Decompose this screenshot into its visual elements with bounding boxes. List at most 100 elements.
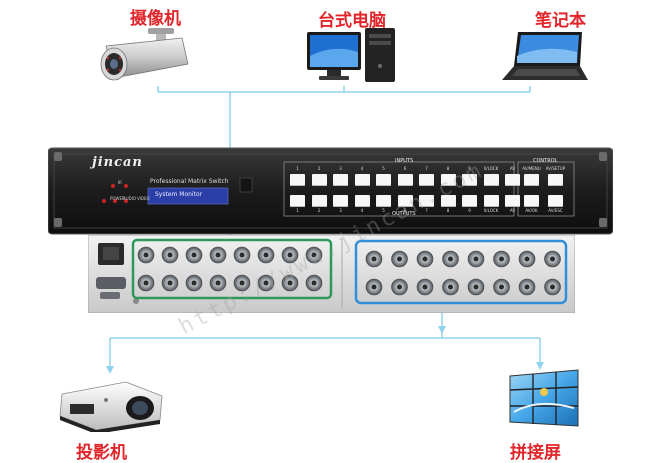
input-bnc-connector-pin — [311, 280, 317, 286]
input-key-7-label: 7 — [425, 166, 428, 171]
input-key-4[interactable] — [354, 174, 370, 186]
input-key-1[interactable] — [290, 174, 305, 186]
control-key-bottom-2-label: AV/ESC — [548, 208, 563, 213]
input-key-7[interactable] — [419, 174, 434, 186]
input-key-2[interactable] — [311, 174, 327, 186]
input-key-4-label: 4 — [360, 166, 364, 171]
indicator-power-label: POWER — [110, 196, 125, 201]
outputs-label: OUTPUTS — [392, 211, 416, 217]
input-key-11[interactable] — [505, 174, 520, 186]
cctv-camera-icon — [100, 28, 189, 81]
output-bnc-connector-pin — [550, 284, 555, 290]
input-bnc-connector-pin — [167, 252, 173, 258]
input-bnc-connector-pin — [263, 280, 269, 286]
output-key-8[interactable] — [440, 195, 456, 207]
switcher-title: Professional Matrix Switch — [150, 178, 229, 185]
video-wall-icon — [509, 369, 579, 427]
input-bnc-connector-pin — [215, 280, 221, 286]
output-bnc-connector-pin — [550, 256, 555, 262]
lcd-display: System Monitor — [155, 191, 203, 198]
laptop-icon — [502, 32, 588, 80]
input-key-5[interactable] — [376, 174, 391, 186]
output-bnc-connector-pin — [397, 284, 402, 290]
output-bnc-connector-pin — [524, 256, 530, 262]
output-key-7[interactable] — [419, 195, 434, 207]
projector-icon — [59, 381, 163, 432]
brand-logo: jincan — [92, 155, 143, 170]
output-bnc-connector-pin — [448, 256, 453, 262]
output-key-11[interactable] — [505, 195, 520, 207]
input-key-8[interactable] — [440, 174, 456, 186]
input-bnc-connector-pin — [143, 280, 149, 286]
output-key-10-label: 0/LOCK — [483, 208, 499, 213]
output-bnc-connector-pin — [499, 284, 504, 290]
output-bnc-connector-pin — [499, 256, 504, 262]
output-key-7-label: 7 — [425, 208, 428, 213]
input-bnc-connector-pin — [143, 252, 149, 258]
output-key-4[interactable] — [354, 195, 370, 207]
output-key-6[interactable] — [397, 195, 413, 207]
control-label: CONTROL — [533, 158, 558, 164]
input-key-6-label: 6 — [403, 166, 407, 171]
input-key-3-label: 3 — [339, 166, 342, 171]
input-key-10-label: 0/LOCK — [483, 166, 499, 171]
output-key-9-label: 9 — [468, 208, 471, 213]
input-key-2-label: 2 — [317, 166, 321, 171]
input-bnc-connector-pin — [191, 280, 197, 286]
input-bnc-connector-pin — [167, 280, 173, 286]
output-key-11-label: AV — [509, 208, 516, 213]
input-key-8-label: 8 — [446, 166, 450, 171]
input-bnc-connector-pin — [191, 252, 197, 258]
output-bnc-connector-pin — [448, 284, 453, 290]
output-key-5[interactable] — [376, 195, 391, 207]
camera-label: 摄像机 — [130, 9, 181, 29]
output-bnc-connector-pin — [371, 284, 377, 290]
input-bnc-connector-pin — [239, 252, 245, 258]
input-bnc-connector-pin — [215, 252, 221, 258]
videowall-label: 拼接屏 — [510, 443, 561, 463]
input-key-1-label: 1 — [296, 166, 299, 171]
ir-label: IR — [118, 180, 122, 185]
control-key-bottom-1[interactable] — [524, 195, 539, 207]
laptop-label: 笔记本 — [535, 11, 586, 31]
control-key-bottom-2[interactable] — [548, 195, 563, 207]
input-bnc-connector-pin — [239, 280, 245, 286]
input-key-11-label: AV — [509, 166, 516, 171]
output-key-3[interactable] — [333, 195, 348, 207]
matrix-switcher-front-panel — [48, 147, 613, 235]
input-key-5-label: 5 — [382, 166, 385, 171]
matrix-switcher-rear-panel — [88, 235, 575, 313]
output-bnc-connector-pin — [524, 284, 530, 290]
output-bnc-connector-pin — [422, 284, 428, 290]
indicator-audio-label: AUDIO — [123, 196, 137, 201]
output-bnc-connector-pin — [422, 256, 428, 262]
output-key-1-label: 1 — [296, 208, 299, 213]
control-key-top-2-label: AV/SETUP — [545, 166, 566, 171]
input-key-10[interactable] — [483, 174, 499, 186]
input-bnc-connector-pin — [263, 252, 269, 258]
control-key-top-1-label: AV/MENU — [522, 166, 541, 171]
input-key-6[interactable] — [397, 174, 413, 186]
input-key-3[interactable] — [333, 174, 348, 186]
output-key-2-label: 2 — [317, 208, 321, 213]
control-key-top-1[interactable] — [524, 174, 539, 186]
output-bnc-connector-pin — [371, 256, 377, 262]
output-key-1[interactable] — [290, 195, 305, 207]
input-key-9[interactable] — [462, 174, 477, 186]
control-key-bottom-1-label: AV/OK — [525, 208, 538, 213]
output-bnc-connector-pin — [473, 256, 479, 262]
output-key-8-label: 8 — [446, 208, 450, 213]
output-key-6-label: 6 — [403, 208, 407, 213]
desktop-computer-icon — [307, 28, 395, 82]
output-key-5-label: 5 — [382, 208, 385, 213]
output-key-10[interactable] — [483, 195, 499, 207]
input-bnc-connector-pin — [311, 252, 317, 258]
indicator-video-label: VIDEO — [137, 196, 150, 201]
control-key-top-2[interactable] — [548, 174, 563, 186]
desktop-label: 台式电脑 — [318, 11, 386, 31]
projector-label: 投影机 — [76, 443, 127, 463]
output-key-2[interactable] — [311, 195, 327, 207]
input-bnc-connector-pin — [287, 252, 293, 258]
output-key-9[interactable] — [462, 195, 477, 207]
output-bnc-connector-pin — [473, 284, 479, 290]
